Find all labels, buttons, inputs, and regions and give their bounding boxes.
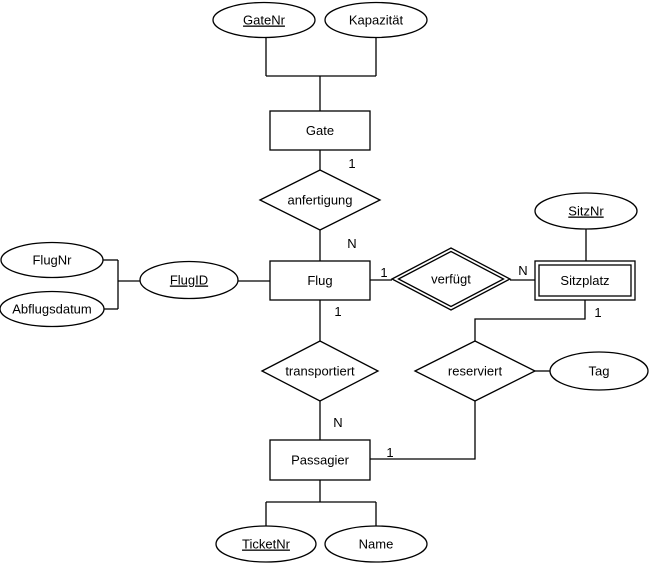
cardinality-anfertigung-flug: N bbox=[347, 236, 356, 251]
name-ellipse[interactable] bbox=[324, 525, 428, 563]
tag-label: Tag bbox=[589, 364, 610, 379]
flugid-ellipse[interactable] bbox=[139, 260, 239, 300]
relationship-verfuegt[interactable]: verfügt bbox=[390, 247, 512, 311]
sitzplatz-label: Sitzplatz bbox=[560, 273, 609, 288]
attribute-flugid[interactable]: FlugID bbox=[139, 260, 239, 300]
verfuegt-diamond-inner bbox=[397, 250, 505, 308]
edge-reserviert-passagier[interactable] bbox=[370, 401, 476, 460]
anfertigung-diamond[interactable] bbox=[258, 169, 382, 231]
flugnr-label: FlugNr bbox=[32, 253, 72, 268]
relationship-anfertigung[interactable]: anfertigung bbox=[258, 169, 382, 231]
flug-rect[interactable] bbox=[269, 260, 371, 301]
name-label: Name bbox=[359, 537, 394, 552]
entity-gate[interactable]: Gate bbox=[269, 110, 371, 151]
reserviert-diamond[interactable] bbox=[413, 340, 537, 402]
attribute-gatenr[interactable]: GateNr bbox=[212, 1, 316, 39]
edge-sitzplatz-reserviert[interactable] bbox=[474, 300, 586, 341]
sitzplatz-rect-inner bbox=[538, 264, 632, 297]
sitznr-ellipse[interactable] bbox=[534, 192, 638, 230]
ticketnr-label: TicketNr bbox=[242, 537, 291, 552]
attribute-sitznr[interactable]: SitzNr bbox=[534, 192, 638, 230]
abflugsdatum-ellipse[interactable] bbox=[0, 290, 105, 328]
connectors bbox=[103, 37, 587, 526]
anfertigung-label: anfertigung bbox=[287, 193, 352, 208]
relationship-transportiert[interactable]: transportiert bbox=[260, 340, 380, 402]
gate-rect[interactable] bbox=[269, 110, 371, 151]
sitznr-label: SitzNr bbox=[568, 204, 604, 219]
attribute-tag[interactable]: Tag bbox=[549, 351, 649, 391]
flug-label: Flug bbox=[307, 273, 332, 288]
entity-passagier[interactable]: Passagier bbox=[269, 439, 371, 481]
attribute-ticketnr[interactable]: TicketNr bbox=[215, 525, 317, 563]
attribute-kapazitaet[interactable]: Kapazität bbox=[324, 1, 428, 39]
tag-ellipse[interactable] bbox=[549, 351, 649, 391]
passagier-label: Passagier bbox=[291, 453, 349, 468]
passagier-rect[interactable] bbox=[269, 439, 371, 481]
kapazitaet-ellipse[interactable] bbox=[324, 1, 428, 39]
transportiert-diamond[interactable] bbox=[260, 340, 380, 402]
transportiert-label: transportiert bbox=[285, 364, 355, 379]
cardinality-gate-anfertigung: 1 bbox=[348, 156, 355, 171]
ticketnr-ellipse[interactable] bbox=[215, 525, 317, 563]
relationship-reserviert[interactable]: reserviert bbox=[413, 340, 537, 402]
gatenr-label: GateNr bbox=[243, 13, 286, 28]
attribute-abflugsdatum[interactable]: Abflugsdatum bbox=[0, 290, 105, 328]
gatenr-ellipse[interactable] bbox=[212, 1, 316, 39]
flugnr-ellipse[interactable] bbox=[0, 241, 104, 279]
attribute-flugnr[interactable]: FlugNr bbox=[0, 241, 104, 279]
cardinality-verfuegt-sitzplatz: N bbox=[518, 263, 527, 278]
kapazitaet-label: Kapazität bbox=[349, 13, 404, 28]
cardinality-flug-verfuegt: 1 bbox=[380, 265, 387, 280]
attribute-name[interactable]: Name bbox=[324, 525, 428, 563]
cardinality-transportiert-passagier: N bbox=[333, 415, 342, 430]
abflugsdatum-label: Abflugsdatum bbox=[12, 302, 92, 317]
cardinality-flug-transportiert: 1 bbox=[334, 304, 341, 319]
flugid-label: FlugID bbox=[170, 273, 208, 288]
cardinality-labels: 1 N 1 N 1 1 N 1 bbox=[333, 156, 601, 460]
cardinality-sitzplatz-reserviert: 1 bbox=[594, 305, 601, 320]
entity-sitzplatz[interactable]: Sitzplatz bbox=[534, 260, 636, 301]
entity-flug[interactable]: Flug bbox=[269, 260, 371, 301]
gate-label: Gate bbox=[306, 123, 334, 138]
cardinality-reserviert-passagier: 1 bbox=[386, 445, 393, 460]
verfuegt-label: verfügt bbox=[431, 272, 471, 287]
reserviert-label: reserviert bbox=[448, 364, 503, 379]
